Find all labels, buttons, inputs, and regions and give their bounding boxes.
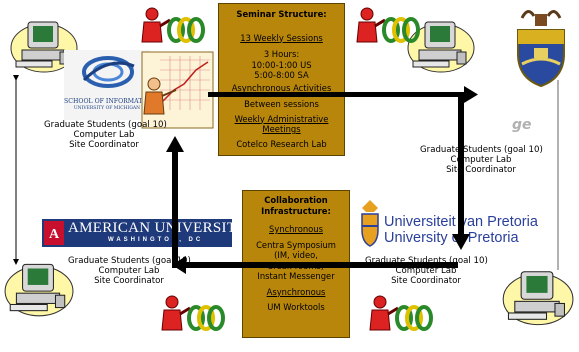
collab-async: Asynchronous	[266, 286, 326, 297]
seminar-meetings-line1: Weekly Administrative	[234, 113, 329, 124]
seminar-hours-sa: 5:00-8:00 SA	[254, 70, 309, 80]
collab-sync: Synchronous	[269, 224, 323, 234]
seminar-between: Between sessions	[244, 99, 319, 109]
arrow-bottom-shaft	[186, 262, 458, 268]
computer-icon	[4, 263, 74, 317]
site-label-line: Site Coordinator	[446, 165, 516, 175]
seminar-lab: Cotelco Research Lab	[236, 138, 327, 149]
collab-title-line2: Infrastructure:	[261, 205, 331, 216]
collab-centra: Centra Symposium	[256, 239, 336, 250]
american-university-subtitle: WASHINGTON, DC	[108, 237, 204, 243]
swirl-icon	[82, 56, 135, 88]
collab-voice: (IM, video,	[274, 250, 318, 260]
michigan-logo: SCHOOL OF INFORMATION UNIVERSITY OF MICH…	[64, 50, 156, 120]
presenter-chain-icon	[369, 295, 433, 331]
collab-tools: UM Worktools	[267, 302, 325, 312]
presenter-chain-icon	[161, 295, 225, 331]
seminar-meetings-line2: Meetings	[262, 124, 301, 134]
site-label-line: Computer Lab	[395, 266, 457, 276]
michigan-logo-subtext: UNIVERSITY OF MICHIGAN	[73, 106, 141, 111]
svg-text:A: A	[49, 227, 60, 242]
site-label-line: Site Coordinator	[391, 276, 461, 286]
au-badge-icon: A	[44, 221, 64, 245]
site-label-line: Site Coordinator	[94, 276, 164, 286]
arrow-right-head	[452, 234, 470, 250]
site-label-line: Graduate Students (goal 10)	[365, 256, 488, 266]
arrow-left-shaft	[172, 150, 178, 268]
seminar-hours-label: 3 Hours:	[263, 49, 300, 59]
presenter-chain-icon	[141, 7, 205, 43]
pretoria-crest-icon	[361, 200, 379, 247]
computer-icon	[407, 21, 475, 73]
site-label-line: Graduate Students (goal 10)	[420, 145, 543, 155]
coat-of-arms-icon	[517, 10, 565, 88]
presenter-chart-icon	[141, 51, 214, 129]
collab-im: Instant Messenger	[257, 271, 335, 281]
seminar-hours-us: 10:00-1:00 US	[251, 59, 312, 70]
cape-logo-fragment: ge	[512, 117, 532, 133]
pretoria-name-english: University of Pretoria	[384, 230, 519, 246]
american-university-logo: A AMERICAN UNIVERSITY WASHINGTON, DC	[42, 219, 247, 247]
site-label-line: Computer Lab	[73, 130, 135, 140]
site-label-line: Computer Lab	[450, 155, 512, 165]
computer-icon	[502, 271, 574, 326]
arrow-top-head	[464, 86, 478, 103]
arrow-top-shaft	[208, 92, 464, 97]
site-label-line: Site Coordinator	[69, 140, 139, 150]
site-label-line: Computer Lab	[98, 266, 160, 276]
arrow-right-shaft	[458, 94, 464, 236]
seminar-title: Seminar Structure:	[236, 9, 327, 19]
collab-title-line1: Collaboration	[264, 195, 328, 205]
seminar-async-label: Asynchronous Activities	[231, 82, 332, 93]
american-university-title: AMERICAN UNIVERSITY	[68, 220, 248, 236]
site-label-line: Graduate Students (goal 10)	[68, 256, 191, 266]
site-label-line: Graduate Students (goal 10)	[44, 120, 167, 130]
arrow-left-head	[166, 136, 184, 152]
computer-icon	[10, 21, 78, 73]
seminar-sessions: 13 Weekly Sessions	[240, 32, 323, 43]
michigan-logo-text: SCHOOL OF INFORMATION	[64, 98, 156, 105]
arrow-bottom-head	[172, 256, 186, 274]
presenter-chain-icon	[356, 7, 420, 43]
seminar-structure-box: Seminar Structure: 13 Weekly Sessions 3 …	[218, 3, 345, 156]
